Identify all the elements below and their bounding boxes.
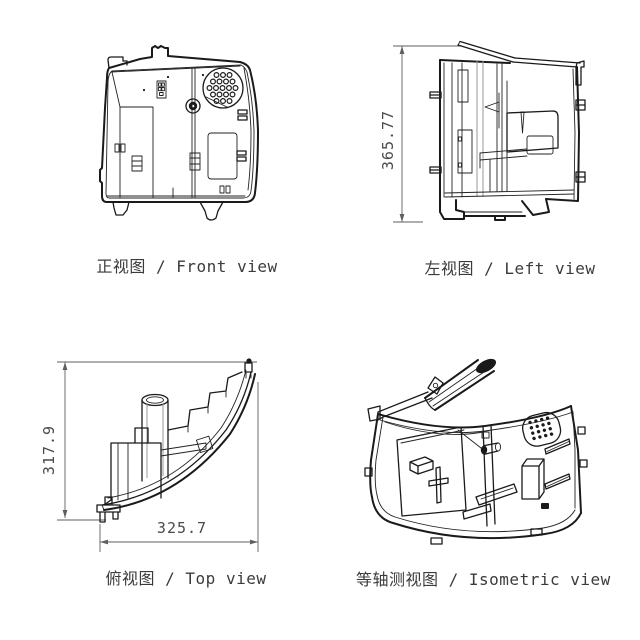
left-view-height-dim-label: 365.77 xyxy=(379,109,397,171)
top-width-dimension xyxy=(99,382,259,552)
iso-horn xyxy=(457,429,502,456)
top-view-height-dim-label: 317.9 xyxy=(40,424,58,476)
front-grille xyxy=(202,67,244,109)
front-view-drawing xyxy=(99,45,259,221)
isometric-view-drawing xyxy=(364,358,588,545)
front-connector xyxy=(156,80,167,99)
top-view-width-dim-label: 325.7 xyxy=(156,519,208,537)
left-height-dimension xyxy=(393,45,461,223)
top-view-drawing xyxy=(57,358,259,552)
left-view-caption: 左视图 / Left view xyxy=(424,259,596,278)
top-cylinder xyxy=(141,393,169,482)
isometric-view-caption: 等轴测视图 / Isometric view xyxy=(356,570,611,589)
top-view-caption: 俯视图 / Top view xyxy=(105,569,267,588)
iso-grille xyxy=(522,411,562,447)
left-view-drawing xyxy=(393,40,586,223)
top-tip-pin xyxy=(244,358,253,379)
front-view-caption: 正视图 / Front view xyxy=(96,257,278,276)
front-knob xyxy=(185,98,201,114)
top-height-dimension xyxy=(57,361,257,521)
